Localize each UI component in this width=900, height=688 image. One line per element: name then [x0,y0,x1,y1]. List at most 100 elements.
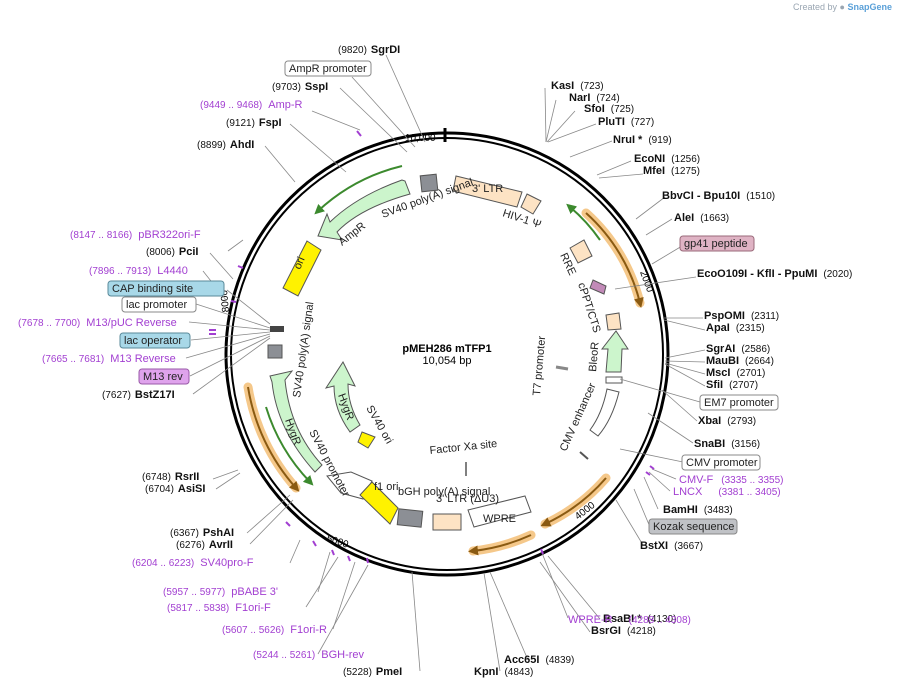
primers: (9449 .. 9468)Amp-R (8147 .. 8166)pBR322… [18,99,784,661]
label-sv40-polya-left: SV40 poly(A) signal [291,301,316,398]
svg-text:KpnI(4843): KpnI(4843) [474,666,533,678]
svg-text:(9121)FspI: (9121)FspI [226,117,282,129]
label-hygr-outer: HygR [282,417,303,447]
svg-text:MfeI(1275): MfeI(1275) [643,165,700,177]
label-bgh-polya: bGH poly(A) signal [398,486,490,498]
feature-t7-promoter [555,365,569,371]
svg-text:LNCX(3381 .. 3405): LNCX(3381 .. 3405) [673,486,781,498]
snapgene-logo-icon: ● [839,2,845,12]
svg-text:KasI(723): KasI(723) [551,80,604,92]
backbone-outer [224,131,670,577]
svg-text:EcoNI(1256): EcoNI(1256) [634,153,700,165]
watermark: Created by ● SnapGene [792,2,892,12]
label-ori: ori [292,255,308,271]
feature-hygr-inner [324,360,361,433]
svg-text:(6367)PshAI: (6367)PshAI [170,527,234,539]
svg-text:Kozak sequence: Kozak sequence [653,521,734,533]
svg-text:(7627)BstZ17I: (7627)BstZ17I [102,389,175,401]
feature-hygr-outer [269,370,323,473]
svg-text:(9703)SspI: (9703)SspI [272,81,328,93]
label-hiv-psi: HIV-1 Ψ [501,207,543,231]
feature-cmv-enhancer [589,388,620,437]
svg-text:(5244 .. 5261)BGH-rev: (5244 .. 5261)BGH-rev [253,649,365,661]
feature-arc-orange-3 [468,530,536,556]
feature-arrow-orange-1 [585,212,644,308]
svg-text:(5607 .. 5626)F1ori-R: (5607 .. 5626)F1ori-R [222,624,327,636]
feature-em7-promoter [605,376,623,384]
feature-arrow-green-2 [314,165,403,215]
label-3ltr-du3: 3' LTR (ΔU3) [436,493,499,505]
feature-arrow-orange-4 [247,386,300,492]
feature-3ltr-top [452,175,523,208]
svg-text:(6204 .. 6223)SV40pro-F: (6204 .. 6223)SV40pro-F [132,557,254,569]
svg-text:(9449 .. 9468)Amp-R: (9449 .. 9468)Amp-R [200,99,303,111]
svg-text:(7678 .. 7700)M13/pUC Reverse: (7678 .. 7700)M13/pUC Reverse [18,317,177,329]
feature-rre [569,239,593,264]
feature-sv40-ori [357,431,376,449]
tick-5000: 5000 [325,533,350,550]
feature-bgh-polya [396,508,424,528]
box-gp41-peptide [679,235,755,252]
svg-text:AmpR promoter: AmpR promoter [289,63,367,75]
svg-text:BsrGI(4218): BsrGI(4218) [591,625,656,637]
svg-text:PspOMI(2311): PspOMI(2311) [704,310,779,322]
svg-text:BstXI(3667): BstXI(3667) [640,540,703,552]
feature-ampr [317,179,411,241]
svg-text:BsaBI *(4130): BsaBI *(4130) [603,613,676,625]
sites-left: (9820)SgrDI (9703)SspI (9121)FspI (8899)… [102,44,402,678]
feature-arrow-green-3 [265,406,314,486]
svg-text:(6276)AvrII: (6276)AvrII [176,539,233,551]
svg-text:SfiI(2707): SfiI(2707) [706,379,758,391]
svg-text:(8006)PciI: (8006)PciI [146,246,198,258]
feature-gp41 [589,279,607,295]
svg-text:SnaBI(3156): SnaBI(3156) [694,438,760,450]
feature-3ltr-du3 [432,513,462,531]
box-em7-promoter [699,394,779,411]
feature-arrow-orange-2 [540,477,607,527]
svg-text:(5957 .. 5977)pBABE 3': (5957 .. 5977)pBABE 3' [163,586,278,598]
box-lac-operator [119,332,191,349]
svg-text:CAP binding site: CAP binding site [112,283,193,295]
box-m13-rev [138,368,190,385]
plasmid-name: pMEH286 mTFP1 [402,343,491,355]
svg-text:(6748)RsrII: (6748)RsrII [142,471,199,483]
svg-text:XbaI(2793): XbaI(2793) [698,415,756,427]
svg-text:(9820)SgrDI: (9820)SgrDI [338,44,400,56]
feature-arrow-green-1 [566,203,601,241]
svg-text:WPRE-R(4288 .. 4308): WPRE-R(4288 .. 4308) [568,614,691,626]
svg-text:SgrAI(2586): SgrAI(2586) [706,343,770,355]
svg-text:MauBI(2664): MauBI(2664) [706,355,774,367]
svg-text:NarI(724): NarI(724) [569,92,620,104]
feature-arrow-orange-3 [468,534,532,556]
svg-text:gp41 peptide: gp41 peptide [684,238,748,250]
feature-cpp-cts [605,312,622,331]
svg-text:PluTI(727): PluTI(727) [598,116,654,128]
box-lac-promoter [121,296,197,313]
box-cmv-promoter [681,454,761,471]
label-t7-promoter: T7 promoter [531,335,548,396]
svg-text:BamHI(3483): BamHI(3483) [663,504,733,516]
svg-text:BbvCI - Bpu10I(1510): BbvCI - Bpu10I(1510) [662,190,775,202]
svg-text:NruI *(919): NruI *(919) [613,134,672,146]
feature-f1-ori [359,481,399,525]
svg-text:lac operator: lac operator [124,335,182,347]
box-cap-binding-site [107,280,225,297]
plasmid-length: 10,054 bp [423,355,472,367]
primer-marks [209,130,655,564]
svg-text:M13 rev: M13 rev [143,371,183,383]
svg-text:(6704)AsiSI: (6704)AsiSI [145,483,205,495]
feature-hiv-psi [520,193,542,215]
svg-text:(7896 .. 7913)L4440: (7896 .. 7913)L4440 [89,265,188,277]
svg-text:AleI(1663): AleI(1663) [674,212,729,224]
feature-cmv-promoter-mark [579,451,589,460]
box-ampr-promoter [284,60,372,77]
feature-ori [282,240,322,297]
svg-text:(8899)AhdI: (8899)AhdI [197,139,254,151]
svg-text:CMV-F(3335 .. 3355): CMV-F(3335 .. 3355) [679,474,784,486]
svg-text:(7665 .. 7681)M13 Reverse: (7665 .. 7681)M13 Reverse [42,353,176,365]
label-factor-xa: Factor Xa site [429,438,498,457]
label-cmv-enhancer: CMV enhancer [558,381,599,453]
feature-bleor [600,330,629,373]
boxed-labels: AmpR promoter CAP binding site lac promo… [107,60,779,535]
